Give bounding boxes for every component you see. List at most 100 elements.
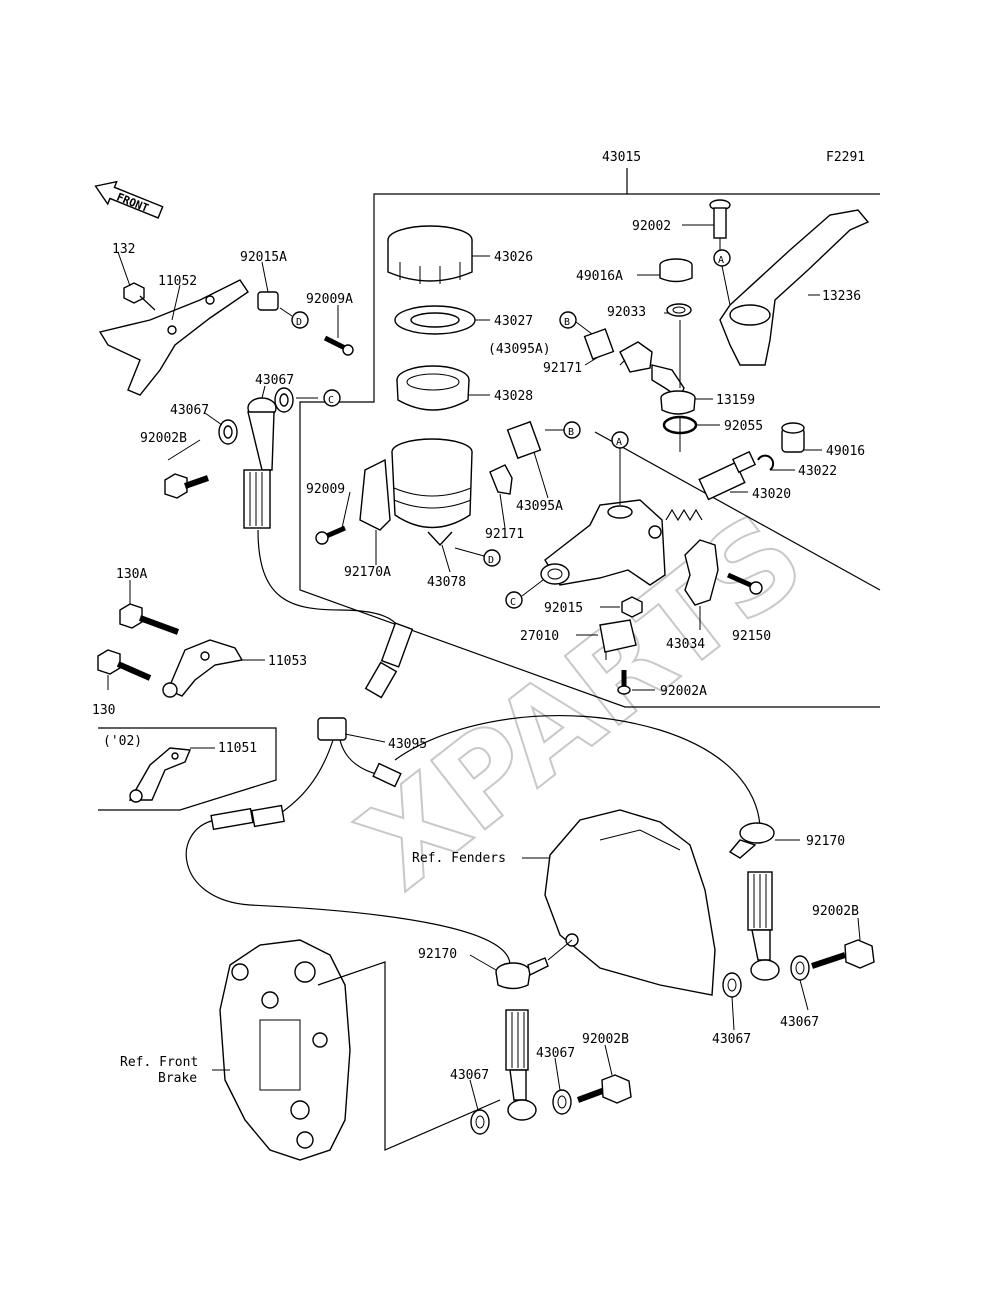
ref-front-brake-line1: Ref. Front bbox=[120, 1055, 198, 1070]
svg-text:C: C bbox=[510, 597, 516, 608]
hose-guide-92170-right bbox=[728, 822, 775, 859]
label-43078: 43078 bbox=[427, 575, 466, 590]
callout-a-body: A bbox=[611, 431, 629, 505]
label-11053: 11053 bbox=[268, 654, 307, 669]
label-92171-a: 92171 bbox=[485, 527, 524, 542]
label-43028: 43028 bbox=[494, 389, 533, 404]
bracket-11051 bbox=[128, 747, 192, 803]
figure-code: F2291 bbox=[826, 150, 865, 165]
collar-92015A bbox=[257, 291, 279, 311]
bolt-92002B-lower bbox=[576, 1074, 632, 1104]
label-43095A-paren: (43095A) bbox=[488, 342, 551, 357]
ref-front-brake-line2: Brake bbox=[158, 1071, 197, 1086]
bolt-130 bbox=[97, 649, 152, 681]
label-49016: 49016 bbox=[826, 444, 865, 459]
fitting-13159 bbox=[651, 364, 696, 415]
label-92009: 92009 bbox=[306, 482, 345, 497]
clamp-43034 bbox=[684, 539, 719, 606]
ref-fenders: Ref. Fenders bbox=[412, 851, 506, 866]
label-11052: 11052 bbox=[158, 274, 197, 289]
label-49016A: 49016A bbox=[576, 269, 623, 284]
label-43067-right-b: 43067 bbox=[780, 1015, 819, 1030]
switch-27010 bbox=[599, 619, 637, 660]
label-92002B-right: 92002B bbox=[812, 904, 859, 919]
hose-43095A-upper bbox=[583, 328, 615, 360]
svg-text:A: A bbox=[616, 437, 622, 448]
svg-text:A: A bbox=[718, 255, 724, 266]
label-132: 132 bbox=[112, 242, 135, 257]
label-43034: 43034 bbox=[666, 637, 705, 652]
label-43067-lower-a: 43067 bbox=[450, 1068, 489, 1083]
callout-a-lever: A bbox=[713, 238, 731, 306]
label-43095A: 43095A bbox=[516, 499, 563, 514]
washer-43067-lower-b bbox=[552, 1089, 572, 1115]
callout-b-reservoir: B bbox=[545, 421, 581, 439]
hose-end-lower bbox=[505, 1009, 537, 1121]
bracket-11053 bbox=[162, 639, 244, 698]
label-92002A: 92002A bbox=[660, 684, 707, 699]
label-92033: 92033 bbox=[607, 305, 646, 320]
boot-49016A bbox=[659, 258, 693, 283]
callout-b-fitting: B bbox=[559, 311, 593, 335]
hose-guide-92170-lower bbox=[495, 957, 549, 990]
label-43020: 43020 bbox=[752, 487, 791, 502]
washer-43067-right-b bbox=[790, 955, 810, 981]
label-130: 130 bbox=[92, 703, 115, 718]
nut-92015 bbox=[621, 596, 643, 618]
label-92015A: 92015A bbox=[240, 250, 287, 265]
label-43022: 43022 bbox=[798, 464, 837, 479]
label-27010: 27010 bbox=[520, 629, 559, 644]
washer-92033 bbox=[666, 303, 692, 317]
label-92170-right: 92170 bbox=[806, 834, 845, 849]
clamp-92171-a bbox=[489, 464, 513, 495]
cap-43026 bbox=[387, 225, 473, 284]
brake-caliper bbox=[219, 939, 351, 1161]
plate-43027 bbox=[394, 305, 476, 335]
bolt-92002-upper bbox=[709, 199, 731, 239]
screw-92009A bbox=[323, 335, 354, 356]
bolt-132 bbox=[123, 282, 156, 311]
label-13159: 13159 bbox=[716, 393, 755, 408]
caliper-boundary bbox=[317, 961, 501, 1151]
assembly-boundary bbox=[299, 168, 881, 708]
callout-c-banjo: C bbox=[296, 389, 341, 407]
reservoir-43078 bbox=[391, 438, 473, 547]
clamp-92171-b bbox=[619, 341, 653, 373]
label-92150: 92150 bbox=[732, 629, 771, 644]
stay-92170A bbox=[359, 458, 391, 531]
front-fender bbox=[544, 809, 716, 996]
circlip-43022 bbox=[757, 454, 775, 471]
bracket-11052 bbox=[98, 279, 249, 396]
bolt-92002B-right bbox=[811, 939, 875, 969]
svg-text:B: B bbox=[568, 427, 574, 438]
master-cylinder-body bbox=[540, 499, 666, 586]
label-92055: 92055 bbox=[724, 419, 763, 434]
label-43026: 43026 bbox=[494, 250, 533, 265]
bolt-130A bbox=[119, 603, 180, 635]
svg-text:D: D bbox=[296, 317, 302, 328]
callout-d-reservoir: D bbox=[454, 547, 501, 567]
assembly-label: 43015 bbox=[602, 150, 641, 165]
bolt-92002B-upper bbox=[164, 473, 209, 499]
label-130A: 130A bbox=[116, 567, 147, 582]
label-92002B-lower: 92002B bbox=[582, 1032, 629, 1047]
label-43027: 43027 bbox=[494, 314, 533, 329]
label-92170A: 92170A bbox=[344, 565, 391, 580]
label-43067-upper-a: 43067 bbox=[255, 373, 294, 388]
label-92171-b: 92171 bbox=[543, 361, 582, 376]
label-43067-lower-b: 43067 bbox=[536, 1046, 575, 1061]
screw-92002A bbox=[617, 670, 631, 695]
label-13236: 13236 bbox=[822, 289, 861, 304]
washer-43067-right-a bbox=[722, 972, 742, 998]
hose-splitter-43095 bbox=[210, 622, 414, 831]
hose-end-right bbox=[747, 871, 780, 981]
callout-d-bracket: D bbox=[279, 307, 309, 329]
label-43067-upper-b: 43067 bbox=[170, 403, 209, 418]
label-92002-upper: 92002 bbox=[632, 219, 671, 234]
bolt-92150 bbox=[726, 572, 763, 595]
washer-43067-lower-a bbox=[470, 1109, 490, 1135]
screw-92009 bbox=[315, 525, 346, 545]
svg-text:D: D bbox=[488, 555, 494, 566]
label-92170-lower: 92170 bbox=[418, 947, 457, 962]
